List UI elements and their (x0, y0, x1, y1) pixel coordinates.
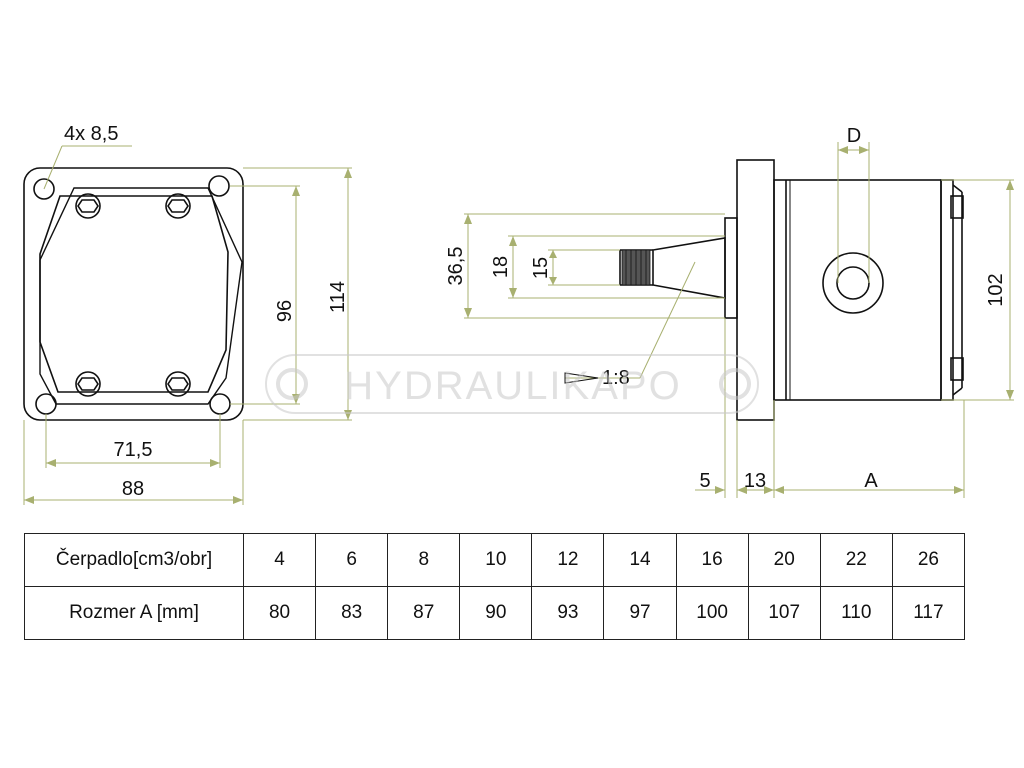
port-label: D (847, 125, 861, 147)
flange-height-label: 114 (327, 281, 349, 313)
end-bolt (950, 357, 964, 381)
row-label: Čerpadlo[cm3/obr] (24, 533, 244, 587)
pump-body (773, 179, 942, 401)
table-cell: 20 (747, 533, 821, 587)
row-label: Rozmer A [mm] (24, 586, 244, 640)
dim-5-label: 5 (699, 470, 710, 492)
watermark: HYDRAULIKAPO (265, 354, 759, 414)
port-inner (836, 266, 870, 300)
bolt-head (165, 371, 191, 397)
end-bolt (950, 195, 964, 219)
table-cell: 97 (603, 586, 677, 640)
table-cell: 12 (531, 533, 605, 587)
table-cell: 117 (891, 586, 966, 640)
bolt-head (165, 193, 191, 219)
table-cell: 90 (459, 586, 533, 640)
table-row: Čerpadlo[cm3/obr] 4 6 8 10 12 14 16 20 2… (24, 533, 966, 587)
shaft-dim-mid-label: 18 (490, 256, 512, 278)
mounting-hole (208, 175, 230, 197)
table-cell: 87 (387, 586, 461, 640)
table-cell: 100 (675, 586, 749, 640)
table-cell: 6 (315, 533, 389, 587)
mounting-hole (209, 393, 231, 415)
table-cell: 80 (242, 586, 317, 640)
front-view (23, 167, 244, 421)
mounting-hole (33, 178, 55, 200)
table-cell: 110 (819, 586, 893, 640)
table-cell: 8 (387, 533, 461, 587)
bolt-height-label: 96 (274, 300, 296, 322)
port-outer (822, 252, 884, 314)
side-arrows (464, 146, 1014, 494)
dim-13-label: 13 (744, 470, 766, 492)
dim-a-label: A (864, 470, 878, 492)
table-cell: 26 (891, 533, 966, 587)
body-height-label: 102 (985, 273, 1007, 306)
taper-symbol (564, 372, 599, 384)
shaft-dim-large-label: 36,5 (445, 247, 467, 286)
table-cell: 107 (747, 586, 821, 640)
watermark-text: HYDRAULIKAPO (344, 364, 681, 408)
side-dimensions (464, 142, 1014, 498)
bolt-width-label: 71,5 (114, 439, 153, 461)
table-row: Rozmer A [mm] 80 83 87 90 93 97 100 107 … (24, 586, 966, 640)
front-arrows (24, 168, 352, 504)
table-cell: 4 (242, 533, 317, 587)
table-cell: 14 (603, 533, 677, 587)
holes-label: 4x 8,5 (64, 123, 118, 145)
table-cell: 16 (675, 533, 749, 587)
table-cell: 93 (531, 586, 605, 640)
front-dimensions (23, 145, 352, 505)
table-cell: 22 (819, 533, 893, 587)
shaft-collar (724, 217, 738, 319)
table-cell: 83 (315, 586, 389, 640)
taper-label: 1:8 (602, 367, 630, 389)
shaft-dim-small-label: 15 (530, 257, 552, 279)
flange-width-label: 88 (122, 478, 144, 500)
mounting-hole (35, 393, 57, 415)
bolt-head (75, 193, 101, 219)
bolt-head (75, 371, 101, 397)
mounting-flange (736, 159, 775, 421)
table-cell: 10 (459, 533, 533, 587)
inner-outline (39, 187, 243, 405)
tapered-shaft (652, 237, 726, 299)
inner-plate (39, 195, 229, 393)
shaft-key (621, 249, 651, 286)
flange-outline (23, 167, 244, 421)
dimensions-table: Čerpadlo[cm3/obr] 4 6 8 10 12 14 16 20 2… (24, 533, 966, 640)
